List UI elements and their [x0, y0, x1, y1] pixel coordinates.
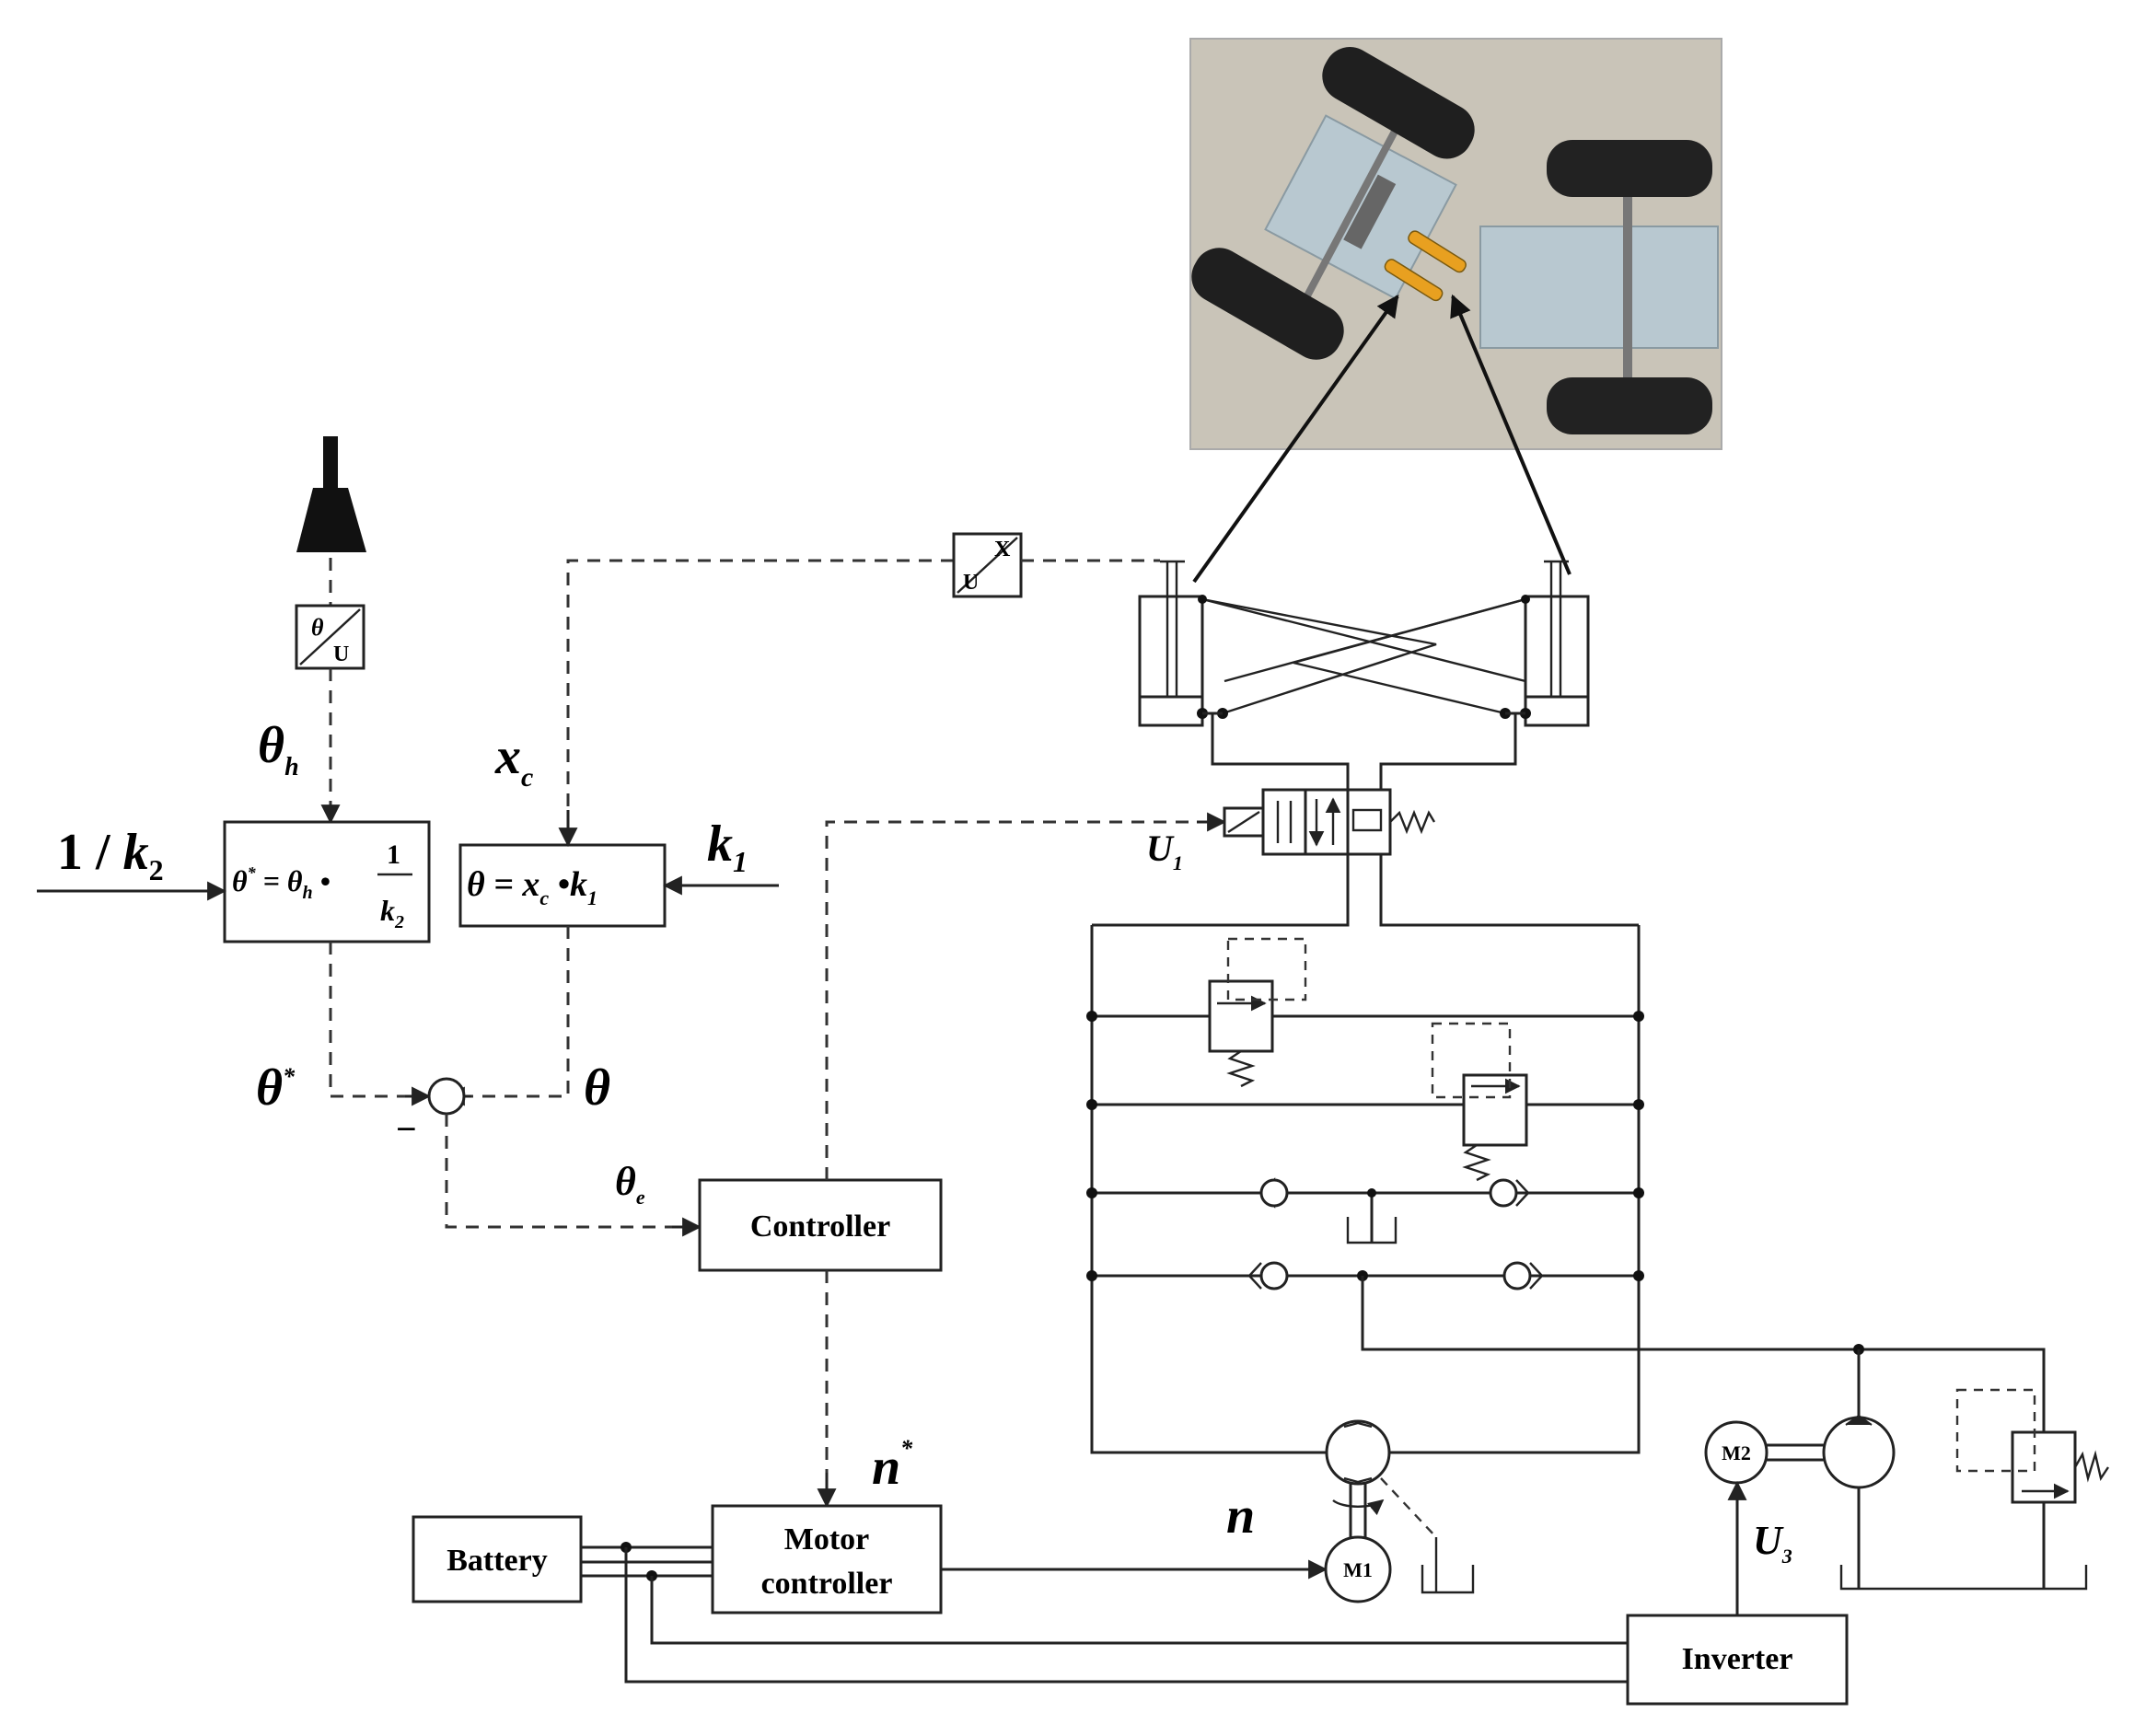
node-r1-r	[1633, 1011, 1644, 1022]
right-steering-cylinder	[1524, 560, 1590, 727]
eq1-denominator: k2	[380, 894, 404, 932]
bidirectional-pump	[1325, 1419, 1391, 1486]
u1-line	[825, 820, 1206, 1180]
eq1-text: θ* = θh •	[232, 863, 331, 903]
theta-star-label: θ*	[256, 1059, 296, 1117]
charge-relief-valve	[1955, 1388, 2109, 1504]
steering-cylinder-lower	[1384, 259, 1444, 302]
u1-label: U1	[1146, 827, 1183, 874]
angle-sensor-bottom-label: U	[333, 642, 349, 666]
theta-e-line	[445, 1114, 681, 1229]
pump-triangle-top	[1343, 1421, 1373, 1429]
check-valve-r4-right	[1502, 1261, 1544, 1290]
theta-star-block	[223, 820, 431, 943]
angle-sensor-top-label: θ	[311, 614, 324, 641]
charge-pump	[1822, 1416, 1896, 1489]
eq1-numerator: 1	[387, 839, 400, 870]
battery-to-inverter-1	[624, 1547, 1628, 1684]
motor-m1	[1324, 1535, 1392, 1603]
inverter-block	[1626, 1614, 1849, 1706]
theta-e-label: θe	[615, 1159, 645, 1209]
minus-sign: −	[396, 1108, 417, 1150]
motor-controller-label-2: controller	[761, 1567, 893, 1601]
controller-label: Controller	[750, 1209, 890, 1244]
charge-tank-icon	[1839, 1565, 2088, 1591]
xc-feedback-line	[566, 559, 954, 845]
cross-line-2	[1293, 597, 1526, 715]
arrow-right-cylinder-to-vehicle	[1450, 294, 1572, 575]
inverter-label: Inverter	[1682, 1642, 1793, 1676]
front-wheel-top	[1322, 47, 1475, 159]
steering-cylinder-upper	[1408, 230, 1467, 273]
node-r2-r	[1633, 1099, 1644, 1110]
battery-to-inverter-2	[650, 1576, 1628, 1645]
check-valve-r3-right	[1489, 1178, 1530, 1208]
displacement-sensor-icon	[952, 532, 1023, 598]
inv-k2-label: 1 / k2	[57, 824, 164, 886]
node-r1-l	[1086, 1011, 1097, 1022]
joystick-icon	[296, 436, 366, 552]
summing-junction	[427, 1077, 466, 1116]
node-r3-r	[1633, 1187, 1644, 1198]
charge-line	[1361, 1276, 2046, 1443]
vehicle-image	[1189, 38, 1722, 450]
theta-h-label: θh	[258, 717, 299, 781]
front-body	[1264, 109, 1457, 300]
k1-label: k1	[707, 816, 748, 878]
disp-sensor-bottom-label: U	[963, 571, 979, 595]
rear-wheel-bottom	[1547, 377, 1712, 434]
valve-line-left	[1211, 713, 1350, 790]
rear-wheel-top	[1547, 140, 1712, 197]
relief-valve-2	[1431, 1022, 1528, 1182]
left-steering-cylinder	[1138, 560, 1204, 727]
theta-line	[470, 926, 570, 1098]
disp-sensor-top-label: X	[994, 538, 1011, 561]
rear-body-shape	[1479, 226, 1719, 349]
node-r3-l	[1086, 1187, 1097, 1198]
u3-label: U3	[1753, 1518, 1792, 1568]
motor-controller-label-1: Motor	[784, 1522, 870, 1557]
node-r4-r	[1633, 1270, 1644, 1281]
rear-axle	[1623, 184, 1632, 396]
battery-block	[412, 1515, 583, 1603]
theta-star-line	[329, 942, 414, 1098]
charge-pump-triangle	[1845, 1414, 1873, 1426]
cross-line-a	[1201, 597, 1526, 683]
pump-tank-icon	[1421, 1565, 1475, 1594]
tank-icon-r3	[1346, 1217, 1398, 1244]
eq2-text: θ = xc •k1	[467, 865, 597, 909]
front-wheel-bottom	[1191, 248, 1344, 360]
node-r3-mid	[1367, 1188, 1376, 1198]
node-cyl-left-top	[1198, 595, 1207, 604]
pump-rotation-arrow	[1332, 1499, 1385, 1516]
proportional-valve	[1223, 788, 1436, 856]
cross-line-1	[1201, 597, 1437, 715]
valve-port-t	[1379, 854, 1639, 927]
arrow-left-cylinder-to-vehicle	[1192, 295, 1399, 584]
cross-line-b	[1224, 597, 1526, 683]
relief-valve-1	[1208, 937, 1307, 1088]
pump-triangle-bottom	[1343, 1476, 1373, 1484]
motor-controller-block	[711, 1504, 943, 1614]
n-label: n	[1226, 1487, 1255, 1545]
controller-block	[698, 1178, 943, 1272]
valve-line-right	[1379, 713, 1517, 790]
pump-drain-line	[1380, 1477, 1437, 1538]
check-valve-r4-left	[1247, 1261, 1289, 1290]
node-r4-l	[1086, 1270, 1097, 1281]
theta-label: θ	[584, 1059, 610, 1117]
valve-port-p	[1092, 854, 1350, 927]
n-star-label: n*	[872, 1435, 913, 1496]
node-cyl-right-top	[1521, 595, 1530, 604]
battery-label: Battery	[447, 1544, 548, 1578]
motor-m2-label: M2	[1722, 1441, 1751, 1464]
node-r2-l	[1086, 1099, 1097, 1110]
check-valve-r3-left	[1259, 1177, 1289, 1209]
xc-label: xc	[494, 728, 533, 793]
angle-sensor-icon	[295, 604, 365, 670]
motor-m1-label: M1	[1343, 1558, 1373, 1581]
